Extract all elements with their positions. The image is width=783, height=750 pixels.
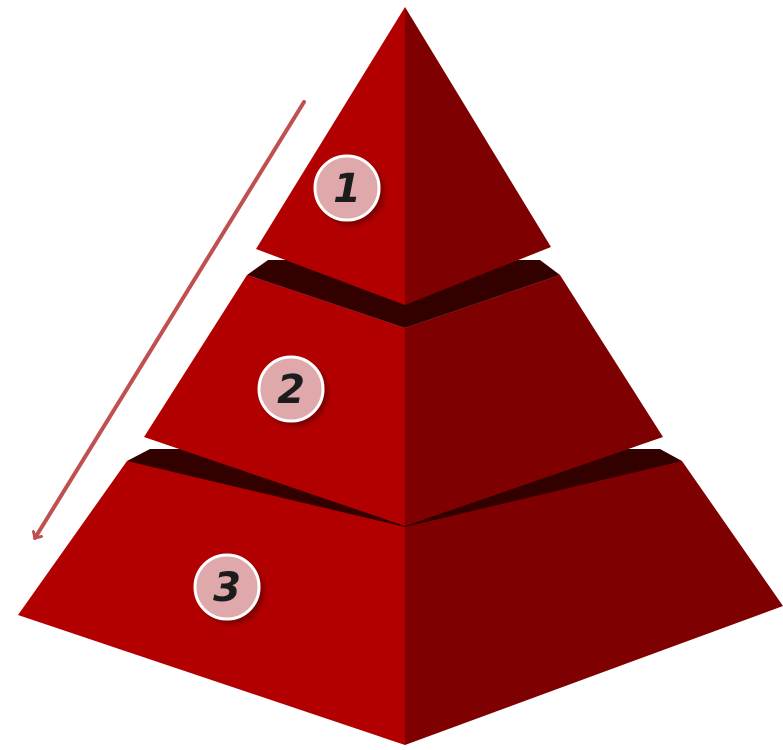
badge-3: 3 [195, 555, 259, 619]
badge-1: 1 [315, 156, 379, 220]
tier-1 [256, 7, 551, 305]
badge-2-label: 2 [277, 367, 305, 413]
badge-3-label: 3 [213, 565, 241, 611]
badge-2: 2 [259, 357, 323, 421]
badge-1-label: 1 [333, 166, 361, 212]
